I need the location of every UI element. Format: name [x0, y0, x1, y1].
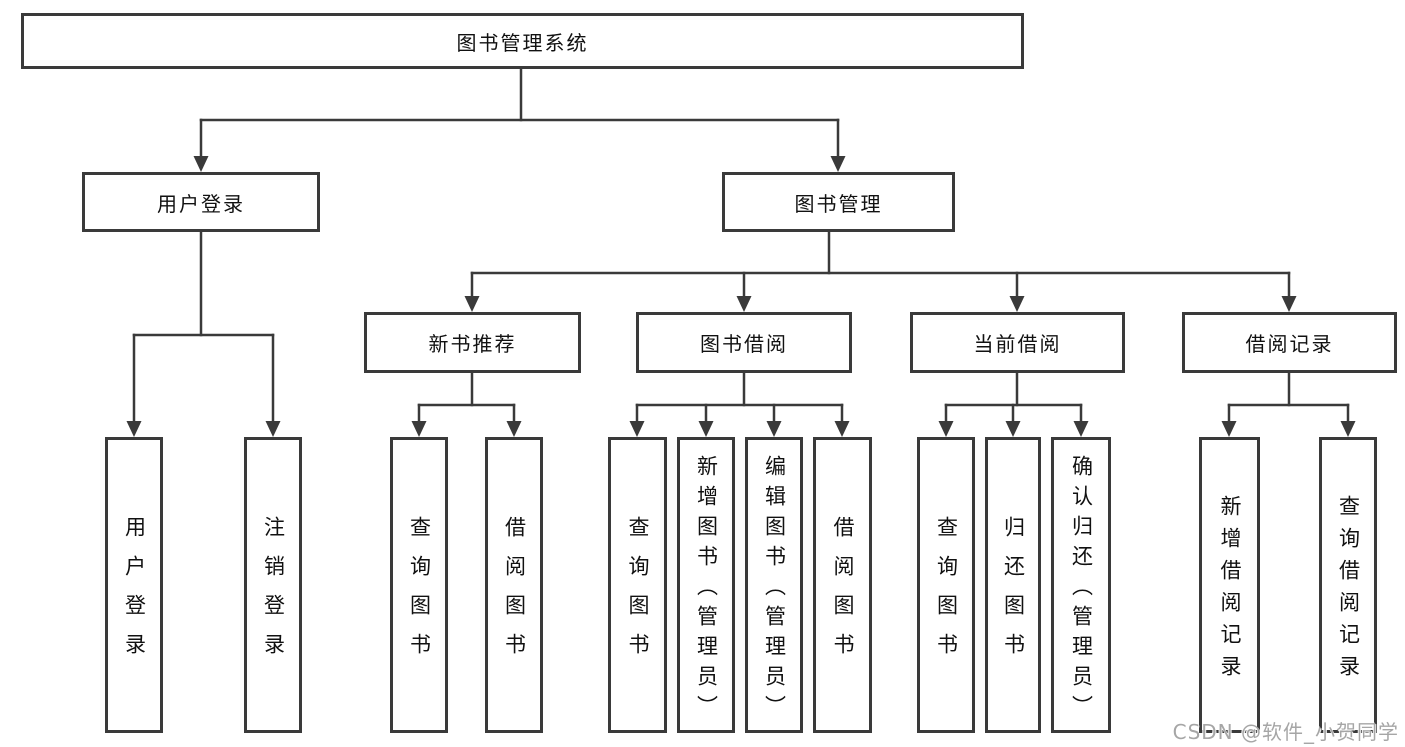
- node-current-borrow: 当前借阅: [910, 312, 1125, 373]
- leaf-add-book-admin-label: 新增图书（管理员）: [694, 454, 719, 725]
- leaf-current-query-book-label: 查询图书: [934, 516, 959, 672]
- leaf-confirm-return-admin-label: 确认归还（管理员）: [1069, 454, 1094, 725]
- leaf-recommend-query-book-label: 查询图书: [407, 516, 432, 672]
- leaf-return-book: 归还图书: [985, 437, 1041, 733]
- leaf-logout-label: 注销登录: [261, 516, 286, 672]
- csdn-watermark: CSDN @软件_小贺同学: [1172, 720, 1399, 744]
- leaf-user-login-label: 用户登录: [122, 516, 147, 672]
- leaf-confirm-return-admin: 确认归还（管理员）: [1051, 437, 1111, 733]
- node-book-borrow: 图书借阅: [636, 312, 852, 373]
- node-root-label: 图书管理系统: [456, 30, 589, 55]
- node-new-book-recommend-label: 新书推荐: [428, 332, 517, 356]
- leaf-query-borrow-record: 查询借阅记录: [1319, 437, 1377, 733]
- node-new-book-recommend: 新书推荐: [364, 312, 581, 373]
- leaf-add-borrow-record-label: 新增借阅记录: [1218, 494, 1242, 687]
- leaf-add-borrow-record: 新增借阅记录: [1199, 437, 1260, 733]
- node-current-borrow-label: 当前借阅: [973, 332, 1062, 356]
- node-root: 图书管理系统: [21, 13, 1024, 69]
- node-book-management-label: 图书管理: [794, 191, 883, 216]
- leaf-borrow-book: 借阅图书: [813, 437, 872, 733]
- leaf-query-borrow-record-label: 查询借阅记录: [1336, 494, 1361, 687]
- leaf-current-query-book: 查询图书: [917, 437, 975, 733]
- node-borrow-records: 借阅记录: [1182, 312, 1397, 373]
- leaf-borrow-book-label: 借阅图书: [831, 516, 855, 672]
- node-book-management: 图书管理: [722, 172, 955, 232]
- leaf-edit-book-admin: 编辑图书（管理员）: [745, 437, 803, 733]
- leaf-user-login: 用户登录: [105, 437, 163, 733]
- node-user-login: 用户登录: [82, 172, 320, 232]
- leaf-recommend-borrow-book: 借阅图书: [485, 437, 543, 733]
- leaf-borrow-query-book-label: 查询图书: [626, 516, 650, 672]
- leaf-recommend-query-book: 查询图书: [390, 437, 448, 733]
- leaf-recommend-borrow-book-label: 借阅图书: [502, 516, 527, 672]
- node-user-login-label: 用户登录: [157, 191, 245, 216]
- leaf-return-book-label: 归还图书: [1001, 516, 1026, 672]
- leaf-borrow-query-book: 查询图书: [608, 437, 667, 733]
- node-borrow-records-label: 借阅记录: [1245, 332, 1334, 356]
- leaf-logout: 注销登录: [244, 437, 302, 733]
- leaf-add-book-admin: 新增图书（管理员）: [677, 437, 735, 733]
- leaf-edit-book-admin-label: 编辑图书（管理员）: [762, 454, 787, 725]
- node-book-borrow-label: 图书借阅: [700, 332, 788, 356]
